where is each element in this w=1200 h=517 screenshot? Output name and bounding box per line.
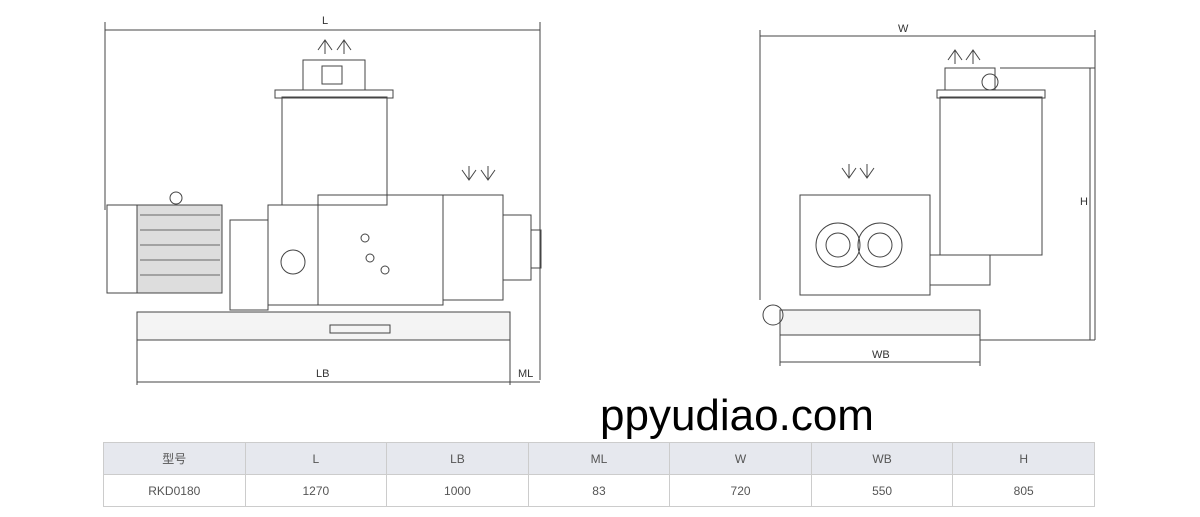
- header-cell: LB: [386, 442, 529, 475]
- dim-ML: ML: [518, 368, 533, 380]
- dimension-table: 型号 L LB ML W WB H RKD0180 1270 1000 83 7…: [103, 442, 1095, 507]
- dim-W: W: [898, 23, 909, 35]
- header-cell: ML: [527, 442, 671, 475]
- cell: 720: [669, 474, 812, 507]
- technical-drawing: L LB ML W H WB: [104, 15, 1096, 385]
- table-row: RKD0180 1270 1000 83 720 550 805: [103, 474, 1095, 507]
- dim-LB: LB: [316, 368, 329, 380]
- cell: 1270: [244, 474, 388, 507]
- side-view: W H WB: [759, 23, 1096, 366]
- cell: 1000: [386, 474, 529, 507]
- watermark: ppyudiao.com: [600, 391, 874, 440]
- header-cell: 型号: [103, 442, 246, 475]
- dim-H: H: [1080, 196, 1088, 208]
- header-cell: L: [244, 442, 388, 475]
- cell: 550: [810, 474, 954, 507]
- header-cell: H: [952, 442, 1095, 475]
- dim-WB: WB: [872, 349, 890, 361]
- cell: 805: [952, 474, 1095, 507]
- cell: RKD0180: [103, 474, 246, 507]
- header-cell: W: [669, 442, 812, 475]
- front-view: L LB ML: [104, 15, 542, 385]
- header-cell: WB: [810, 442, 954, 475]
- dim-L: L: [322, 15, 328, 27]
- table-header-row: 型号 L LB ML W WB H: [103, 442, 1095, 475]
- cell: 83: [527, 474, 671, 507]
